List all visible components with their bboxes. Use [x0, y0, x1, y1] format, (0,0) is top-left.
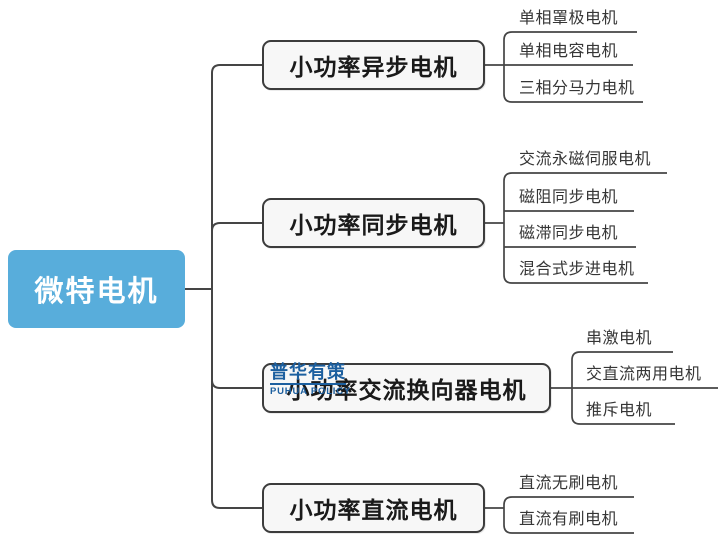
watermark-english-text: PUHUA POLICY — [270, 386, 352, 397]
puhua-policy-watermark: 普华有策 PUHUA POLICY — [270, 363, 351, 397]
leaf-node[interactable]: 磁阻同步电机 — [519, 189, 619, 206]
leaf-node[interactable]: 推斥电机 — [586, 402, 653, 419]
leaf-node[interactable]: 交直流两用电机 — [586, 366, 702, 383]
leaf-node[interactable]: 直流无刷电机 — [519, 475, 619, 492]
leaf-node[interactable]: 交流永磁伺服电机 — [519, 151, 652, 168]
branch-node-ac-commutator[interactable]: 小功率交流换向器电机 — [262, 363, 551, 413]
root-node[interactable]: 微特电机 — [8, 250, 185, 328]
leaf-node[interactable]: 单相电容电机 — [519, 43, 619, 60]
branch-node-dc[interactable]: 小功率直流电机 — [262, 483, 485, 533]
watermark-chinese-text: 普华有策 — [270, 363, 346, 385]
leaf-node[interactable]: 磁滞同步电机 — [519, 225, 619, 242]
branch-node-asynchronous[interactable]: 小功率异步电机 — [262, 40, 485, 90]
leaf-node[interactable]: 混合式步进电机 — [519, 261, 635, 278]
leaf-node[interactable]: 串激电机 — [586, 330, 653, 347]
leaf-node[interactable]: 直流有刷电机 — [519, 511, 619, 528]
leaf-node[interactable]: 三相分马力电机 — [519, 80, 635, 97]
branch-node-synchronous[interactable]: 小功率同步电机 — [262, 198, 485, 248]
leaf-node[interactable]: 单相罩极电机 — [519, 10, 619, 27]
